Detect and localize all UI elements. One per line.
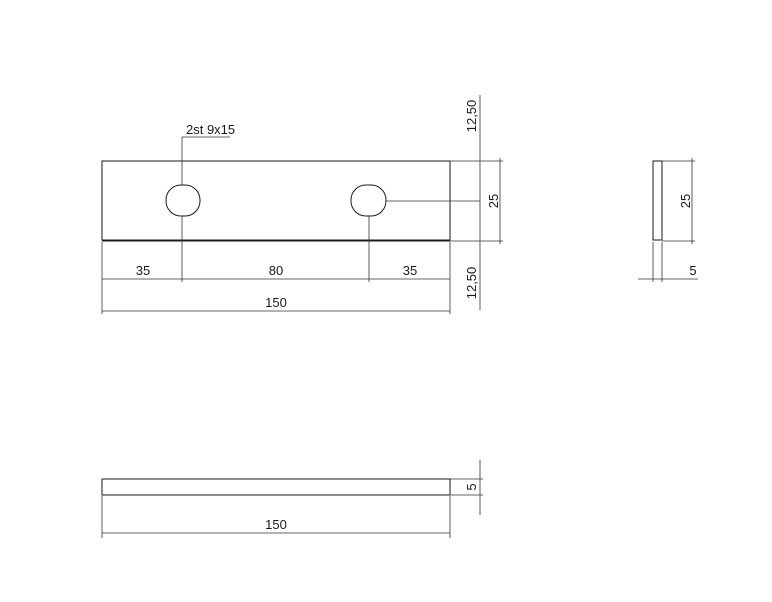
top-view: 5 150 bbox=[101, 460, 483, 538]
dim-seg-left: 35 bbox=[136, 263, 150, 278]
side-dim-thickness: 5 bbox=[689, 263, 696, 278]
top-dim-thickness: 5 bbox=[464, 483, 479, 490]
front-view: 2st 9x15 35 80 35 150 12,50 25 12,50 bbox=[101, 95, 503, 314]
dim-offset-top: 12,50 bbox=[464, 100, 479, 133]
side-plate-outline bbox=[652, 160, 663, 241]
dim-width-total: 150 bbox=[265, 295, 287, 310]
dim-seg-middle: 80 bbox=[269, 263, 283, 278]
slot-hole-right bbox=[350, 184, 387, 217]
top-plate-outline bbox=[101, 478, 451, 496]
dim-seg-right: 35 bbox=[403, 263, 417, 278]
top-dim-width-total: 150 bbox=[265, 517, 287, 532]
side-dim-height: 25 bbox=[678, 194, 693, 208]
slot-hole-left bbox=[165, 184, 201, 217]
plate-outline bbox=[101, 160, 451, 241]
dim-offset-bottom: 12,50 bbox=[464, 267, 479, 300]
hole-callout-label: 2st 9x15 bbox=[186, 122, 235, 137]
side-view: 25 5 bbox=[638, 158, 698, 282]
dim-height: 25 bbox=[486, 194, 501, 208]
